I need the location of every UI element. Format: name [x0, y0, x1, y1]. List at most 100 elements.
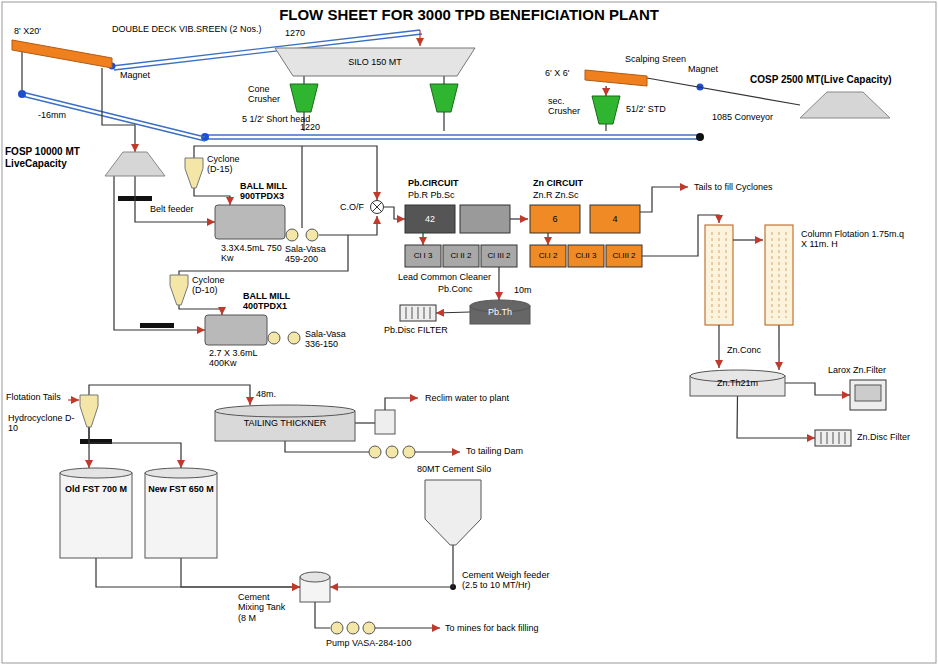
node-outline	[800, 92, 890, 118]
shape-part	[105, 152, 165, 176]
node-text: BALL MILL 900TPDX3	[240, 181, 296, 202]
node-tank: New FST 650 M	[145, 468, 217, 558]
shape-part	[288, 332, 300, 344]
node-trap: SILO 150 MT	[275, 48, 475, 76]
annotation-label: Zn CIRCUIT	[533, 178, 583, 188]
annotation-label: Zn.R Zn.Sc	[533, 190, 579, 200]
shape-part	[568, 245, 604, 267]
node-text: Scalping Sreen	[625, 54, 686, 64]
node-outline	[267, 331, 301, 345]
shape-part	[60, 473, 132, 558]
node-cof: C.O/F	[370, 200, 384, 214]
pump	[403, 446, 415, 458]
node-crush: Cone Crusher5 1/2' Short head	[290, 84, 318, 112]
node-text: Sala-Vasa 336-150	[305, 329, 357, 350]
column-texture	[712, 232, 713, 318]
node-text: 8' X20'	[14, 26, 41, 36]
node-cyc: Hydrocyclone D-10	[80, 395, 98, 427]
shape-part	[590, 205, 640, 233]
node-text: Cl.III 2	[612, 251, 635, 260]
annotation-label: Magnet	[120, 70, 150, 80]
flow-connector	[436, 312, 470, 313]
node-outline	[80, 395, 98, 427]
flow-connector	[547, 233, 548, 245]
node-pile: FOSP 10000 MT LiveCapacity	[105, 152, 165, 176]
node-text: Cl.II 3	[576, 251, 597, 260]
text-box: Cl.I 2	[530, 245, 566, 267]
annotation-label: Tails to fill Cyclones	[694, 182, 773, 192]
node-outline	[592, 96, 620, 124]
flow-connector	[89, 385, 250, 405]
annotation-label: Cement Weigh feeder (2.5 to 10 MT/Hr)	[462, 570, 557, 591]
pump	[363, 622, 375, 634]
node-text: TAILING THICKNER	[244, 418, 327, 428]
node-outline	[300, 572, 330, 602]
shape-part	[145, 468, 217, 478]
pulley-dot	[18, 90, 26, 98]
node-text: 51/2' STD	[626, 104, 666, 114]
slurry-line	[319, 216, 377, 235]
text-box: SILO 150 MT	[275, 48, 475, 76]
node-outline	[145, 468, 217, 558]
node-outline	[215, 205, 285, 239]
node-mill: BALL MILL 900TPDX33.3X4.5mL 750 Kw	[215, 205, 285, 239]
node-outline	[12, 40, 112, 68]
flow-connector	[303, 76, 304, 84]
annotation-label: 1220	[300, 122, 320, 132]
node-larox: Larox Zn.Filter	[850, 380, 886, 410]
text-box: Cl.III 2	[606, 245, 642, 267]
shape-part	[12, 40, 112, 68]
flow-connector	[384, 207, 405, 219]
flow-connector	[96, 558, 300, 587]
shape-part	[405, 245, 441, 267]
node-text: 6' X 6'	[545, 68, 569, 78]
shape-part	[306, 229, 318, 241]
flow-connector	[102, 68, 135, 152]
shape-part	[372, 202, 382, 212]
node-outline	[585, 70, 647, 86]
slurry-line	[301, 146, 302, 228]
node-cell: Cl I 3	[405, 245, 441, 267]
node-outline	[425, 480, 481, 545]
belt-feeder	[140, 323, 174, 328]
node-text: Cl III 2	[487, 251, 510, 260]
node-text: Cone Crusher	[248, 84, 288, 105]
text-box: Cl I 3	[405, 245, 441, 267]
feed-line	[21, 52, 22, 90]
annotation-label: Flotation Tails	[6, 392, 61, 402]
slurry-line	[179, 235, 348, 275]
node-pile: COSP 2500 MT(Live Capacity)	[800, 92, 890, 118]
node-para: Scalping Sreen6' X 6'	[585, 70, 647, 86]
flow-connector	[114, 176, 205, 330]
node-text: 80MT Cement Silo	[417, 464, 491, 474]
node-text: Cyclone (D-10)	[192, 275, 234, 296]
node-text: C.O/F	[340, 202, 364, 212]
node-mill: BALL MILL 400TPDX12.7 X 3.6mL 400Kw	[205, 315, 267, 345]
node-text: SILO 150 MT	[348, 57, 402, 67]
node-text: New FST 650 M	[145, 484, 217, 494]
node-text: 4	[612, 214, 617, 224]
node-text: Zn.Disc Filter	[857, 432, 910, 442]
node-cell: Cl III 2	[481, 245, 517, 267]
shape-part	[185, 158, 203, 188]
node-text: Column Flotation 1.75m.q X 11m. H	[801, 229, 906, 250]
shape-part	[443, 245, 479, 267]
flow-connector	[179, 305, 222, 315]
annotation-label: Pb.R Pb.Sc	[408, 190, 455, 200]
shape-part	[424, 307, 425, 319]
shape-part	[300, 572, 330, 582]
shape-part	[855, 385, 881, 401]
shape-part	[815, 430, 851, 446]
pulley-dot	[696, 133, 704, 141]
annotation-label: 1085 Conveyor	[712, 112, 773, 122]
annotation-label: Zn.Conc	[727, 345, 761, 355]
node-filt: Pb.Disc FILTER	[400, 305, 436, 321]
flow-connector	[605, 86, 606, 96]
annotation-label: To mines for back filling	[445, 623, 539, 633]
shape-part	[400, 305, 436, 321]
shape-part	[839, 432, 840, 444]
shape-part	[60, 468, 132, 478]
